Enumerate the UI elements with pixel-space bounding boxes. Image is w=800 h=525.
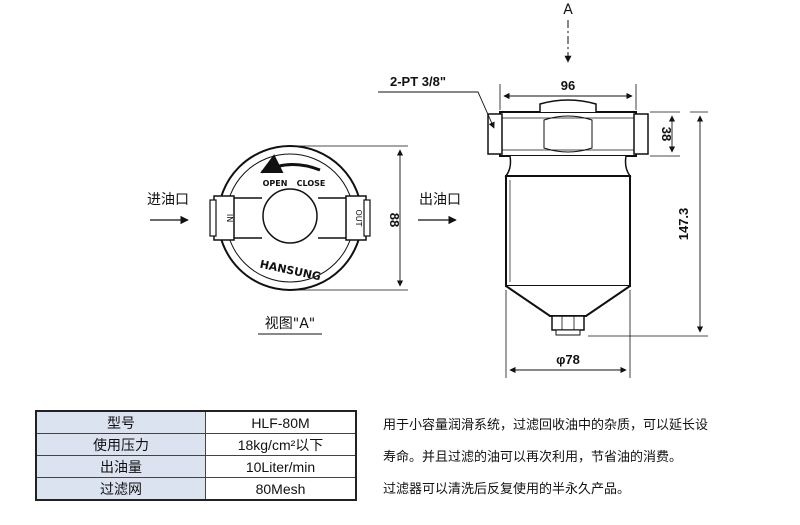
front-view-drawing: 2-PT 3/8" 96 38 147.3 φ78 bbox=[378, 74, 708, 378]
close-label: CLOSE bbox=[297, 179, 326, 188]
product-description: 用于小容量润滑系统，过滤回收油中的杂质，可以延长设 寿命。并且过滤的油可以再次利… bbox=[383, 410, 795, 506]
width-dimension: 96 bbox=[561, 78, 575, 93]
drain-nut bbox=[551, 315, 585, 331]
top-cap bbox=[539, 99, 597, 112]
view-arrow-label: A bbox=[563, 2, 573, 18]
in-port-label: IN bbox=[225, 214, 234, 222]
height-dimension: 88 bbox=[387, 213, 402, 227]
table-row: 使用压力 18kg/cm²以下 bbox=[35, 433, 357, 456]
brand-label: HANSUNG bbox=[259, 258, 322, 284]
table-row: 过滤网 80Mesh bbox=[35, 477, 357, 501]
filter-bowl bbox=[505, 175, 631, 287]
view-a-caption: 视图"A" bbox=[265, 316, 315, 332]
open-close-arc bbox=[260, 154, 321, 174]
description-line: 用于小容量润滑系统，过滤回收油中的杂质，可以延长设 bbox=[383, 418, 709, 433]
head-block bbox=[499, 111, 637, 157]
port-label: 2-PT 3/8" bbox=[390, 74, 446, 89]
description-line: 寿命。并且过滤的油可以再次利用，节省油的消费。 bbox=[383, 450, 683, 465]
open-label: OPEN bbox=[263, 179, 288, 188]
diameter-dimension: φ78 bbox=[556, 352, 580, 367]
spec-key: 出油量 bbox=[35, 455, 206, 478]
table-row: 型号 HLF-80M bbox=[35, 410, 357, 434]
spec-value: 80Mesh bbox=[205, 477, 357, 501]
outlet-label: 出油口 bbox=[419, 192, 461, 208]
spec-key: 使用压力 bbox=[35, 433, 206, 456]
spec-value: 18kg/cm²以下 bbox=[205, 433, 357, 456]
description-line: 过滤器可以清洗后反复使用的半永久产品。 bbox=[383, 482, 631, 497]
spec-value: 10Liter/min bbox=[205, 455, 357, 478]
bowl-cone bbox=[505, 285, 631, 317]
spec-value: HLF-80M bbox=[205, 410, 357, 434]
spec-table: 型号 HLF-80M 使用压力 18kg/cm²以下 出油量 10Liter/m… bbox=[35, 410, 357, 501]
inlet-label: 进油口 bbox=[147, 192, 189, 208]
out-port-label: OUT bbox=[354, 209, 363, 226]
head-height-dimension: 38 bbox=[659, 127, 674, 141]
table-row: 出油量 10Liter/min bbox=[35, 455, 357, 478]
technical-drawing: A IN OUT OPEN CLOSE HANSUNG 进油口 出油口 88 bbox=[147, 2, 708, 378]
spec-key: 过滤网 bbox=[35, 477, 206, 501]
spec-key: 型号 bbox=[35, 410, 206, 434]
hub-circle bbox=[262, 188, 318, 244]
total-height-dimension: 147.3 bbox=[676, 208, 691, 241]
